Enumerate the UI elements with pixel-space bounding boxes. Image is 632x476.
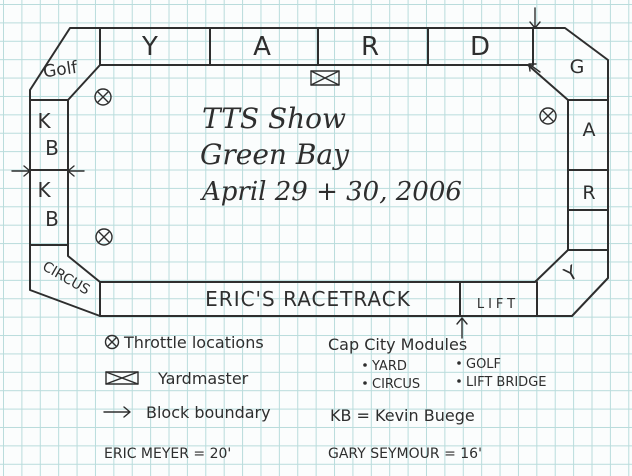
kb-lower-b: B: [45, 207, 59, 231]
block-arrow-left-inner: [67, 165, 85, 177]
yard-letter-r: R: [361, 32, 379, 62]
layout-outline: [29, 27, 609, 317]
inner-boundary: [67, 64, 569, 283]
legend-eric-length: ERIC MEYER = 20': [104, 446, 231, 462]
gary-letter-a: A: [583, 119, 596, 141]
kb-lower-k: K: [37, 178, 51, 202]
throttle-markers: [94, 88, 557, 246]
outer-boundary: [29, 27, 609, 317]
title-line-date: April 29 + 30, 2006: [200, 177, 462, 207]
capcity-title: Cap City Modules: [328, 335, 467, 354]
module-dividers: [29, 27, 609, 317]
yard-labels: Y A R D: [141, 32, 490, 62]
kb-lower-labels: K B: [37, 178, 58, 231]
legend-gary-length: GARY SEYMOUR = 16': [328, 446, 482, 462]
kb-upper-k: K: [37, 109, 51, 133]
gary-letter-g: G: [570, 56, 585, 78]
legend-kb-note: KB = Kevin Buege: [330, 406, 475, 425]
legend-arrow-icon: [103, 406, 131, 418]
kb-upper-labels: K B: [37, 109, 58, 160]
capcity-item-golf: GOLF: [466, 357, 501, 372]
legend-throttle-label: Throttle locations: [123, 333, 264, 352]
title-line-city: Green Bay: [200, 138, 350, 171]
title-line-show: TTS Show: [202, 102, 346, 135]
block-arrow-bottom: [456, 317, 468, 339]
gary-letter-r: R: [582, 182, 595, 204]
yardmaster-icon: [310, 70, 340, 86]
capcity-bullets: [363, 361, 461, 385]
circus-label: CIRCUS: [40, 259, 93, 299]
capcity-item-yard: YARD: [371, 359, 407, 374]
throttle-icon: [94, 88, 112, 106]
golf-left-label: Golf: [42, 58, 80, 83]
yard-letter-d: D: [470, 32, 490, 62]
legend-yardmaster-label: Yardmaster: [157, 369, 249, 388]
title-block: TTS Show Green Bay April 29 + 30, 2006: [200, 102, 462, 207]
kb-upper-b: B: [45, 136, 59, 160]
block-boundary-arrows: [11, 7, 541, 339]
throttle-icon: [104, 334, 120, 350]
capcity-item-circus: CIRCUS: [372, 377, 420, 392]
block-arrow-corner: [528, 63, 541, 73]
legend-block-label: Block boundary: [146, 403, 271, 422]
block-arrow-top: [529, 7, 541, 29]
block-arrow-left-outer: [11, 165, 31, 177]
lift-label: LIFT: [477, 297, 519, 312]
legend: Throttle locations Yardmaster Block boun…: [103, 333, 546, 462]
throttle-icon: [539, 107, 557, 125]
racetrack-label: ERIC'S RACETRACK: [205, 287, 411, 311]
throttle-icon: [95, 228, 113, 246]
gary-letter-y: Y: [560, 261, 582, 287]
yardmaster-icon: [105, 371, 139, 385]
capcity-item-liftbridge: LIFT BRIDGE: [466, 375, 546, 390]
yard-letter-y: Y: [141, 32, 158, 62]
yard-letter-a: A: [253, 32, 271, 62]
